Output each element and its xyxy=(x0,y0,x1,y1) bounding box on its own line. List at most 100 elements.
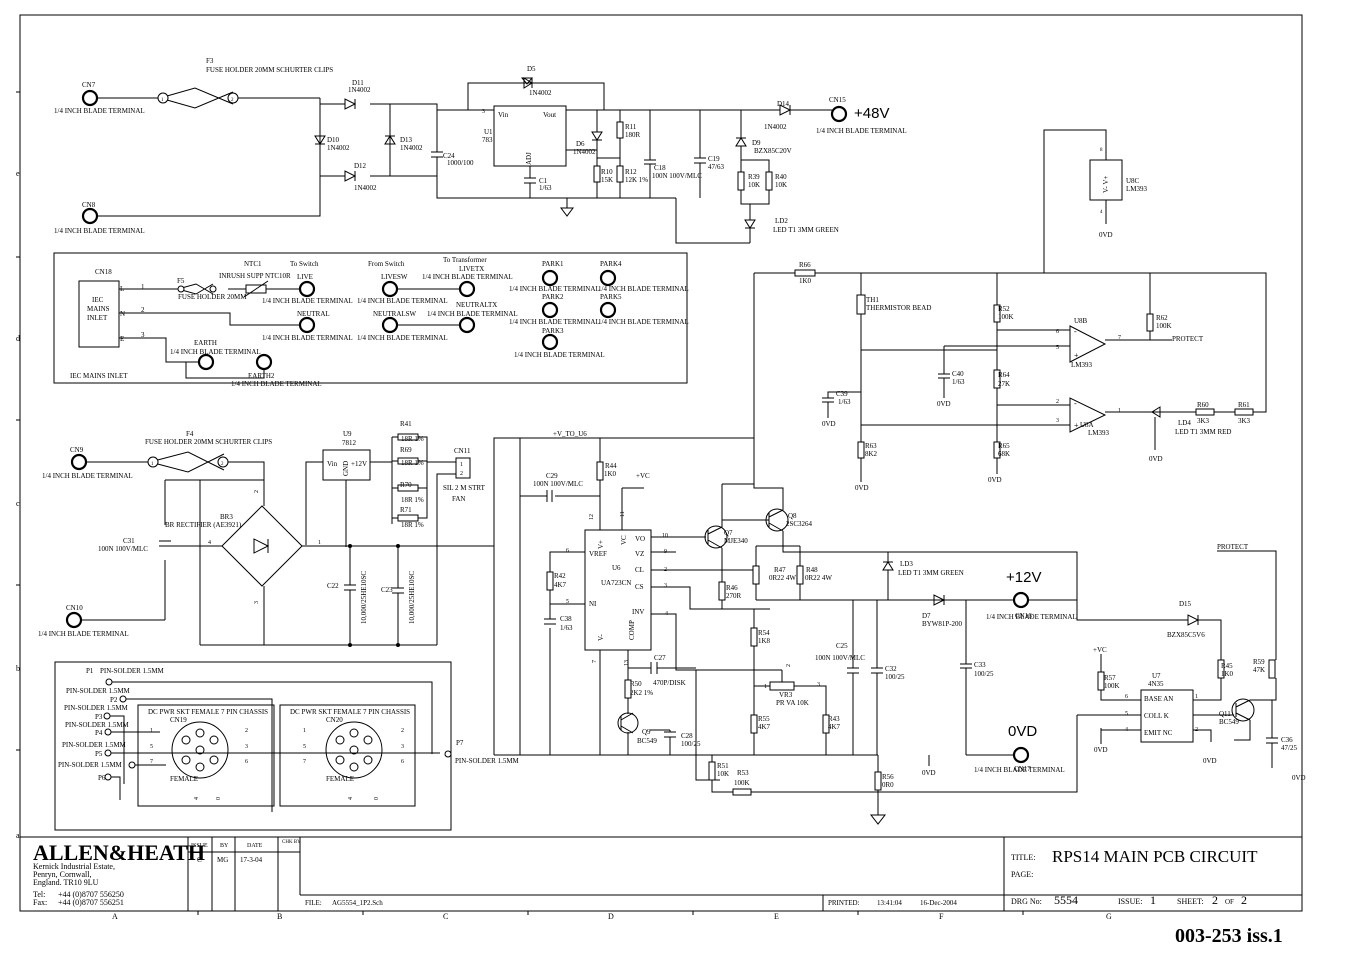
svg-text:1/4 INCH BLADE TERMINAL: 1/4 INCH BLADE TERMINAL xyxy=(816,127,907,135)
svg-text:3: 3 xyxy=(664,583,667,589)
svg-text:NI: NI xyxy=(589,600,597,608)
svg-text:R64: R64 xyxy=(998,371,1010,379)
svg-text:LD4: LD4 xyxy=(1178,419,1191,427)
svg-text:1/63: 1/63 xyxy=(952,378,965,386)
svg-text:FAN: FAN xyxy=(452,495,465,503)
svg-text:D5: D5 xyxy=(527,65,536,73)
file-name: AG5554_1P2.Sch xyxy=(332,899,383,907)
svg-text:3K3: 3K3 xyxy=(1238,417,1251,425)
svg-text:R70: R70 xyxy=(400,481,412,489)
svg-text:CL: CL xyxy=(635,566,644,574)
svg-text:2: 2 xyxy=(786,664,792,667)
svg-text:ADJ: ADJ xyxy=(525,152,533,165)
svg-text:LIVE: LIVE xyxy=(297,273,313,281)
svg-text:Q11: Q11 xyxy=(1219,710,1231,718)
col-label: F xyxy=(939,912,944,921)
terminal-cn8 xyxy=(81,207,99,225)
svg-text:0VD: 0VD xyxy=(1203,757,1217,765)
svg-text:R56: R56 xyxy=(882,773,894,781)
svg-text:R43: R43 xyxy=(828,715,840,723)
svg-text:BR RECTIFIER (AE3921): BR RECTIFIER (AE3921) xyxy=(165,521,242,529)
svg-text:1N4002: 1N4002 xyxy=(529,89,552,97)
svg-text:5: 5 xyxy=(1125,711,1128,717)
svg-text:CN16: CN16 xyxy=(1015,612,1032,620)
svg-text:LM393: LM393 xyxy=(1088,429,1110,437)
col-label: G xyxy=(1106,912,1112,921)
svg-text:2: 2 xyxy=(1212,893,1218,907)
svg-text:R61: R61 xyxy=(1238,401,1250,409)
svg-text:VC: VC xyxy=(620,535,628,545)
svg-text:UA723CN: UA723CN xyxy=(601,579,631,587)
svg-text:-: - xyxy=(1074,327,1077,336)
svg-text:CHK BY: CHK BY xyxy=(282,840,301,845)
diode-ref: D10 xyxy=(327,136,340,144)
svg-text:VO: VO xyxy=(635,535,645,543)
svg-text:R65: R65 xyxy=(998,442,1010,450)
svg-text:0VD: 0VD xyxy=(1099,231,1113,239)
svg-text:NTC1: NTC1 xyxy=(244,260,262,268)
svg-text:6: 6 xyxy=(401,759,404,765)
svg-text:C18: C18 xyxy=(654,164,666,172)
svg-text:2: 2 xyxy=(1241,893,1247,907)
svg-text:1/4 INCH BLADE TERMINAL: 1/4 INCH BLADE TERMINAL xyxy=(38,630,129,638)
terminal-livesw xyxy=(381,280,399,298)
phone: +44 (0)8707 556250 xyxy=(58,890,124,899)
svg-text:3: 3 xyxy=(254,601,260,604)
svg-text:U6: U6 xyxy=(612,564,621,572)
din-connector-box: P1 PIN-SOLDER 1.5MM PIN-SOLDER 1.5MM P2 … xyxy=(54,661,520,831)
svg-text:SHEET:: SHEET: xyxy=(1177,897,1204,906)
svg-text:BR3: BR3 xyxy=(220,513,233,521)
svg-text:CS: CS xyxy=(635,583,644,591)
svg-text:VREF: VREF xyxy=(589,550,607,558)
svg-text:3: 3 xyxy=(401,744,404,750)
diode-value: 1N4002 xyxy=(400,144,423,152)
svg-text:Q7: Q7 xyxy=(724,529,733,537)
svg-text:47/25: 47/25 xyxy=(1281,744,1297,752)
svg-text:PIN-SOLDER 1.5MM: PIN-SOLDER 1.5MM xyxy=(62,741,127,749)
svg-text:47/63: 47/63 xyxy=(708,163,724,171)
svg-text:R63: R63 xyxy=(865,442,877,450)
diode-value: 1N4002 xyxy=(354,184,377,192)
svg-text:PROTECT: PROTECT xyxy=(1217,543,1249,551)
svg-text:R42: R42 xyxy=(554,572,566,580)
title-block: ALLEN&HEATH Kernick Industrial Estate, P… xyxy=(20,836,1302,947)
svg-text:1: 1 xyxy=(303,728,306,734)
svg-text:C29: C29 xyxy=(546,472,558,480)
svg-text:4K7: 4K7 xyxy=(828,723,841,731)
address-line: England. TR10 9LU xyxy=(33,878,99,887)
svg-text:4: 4 xyxy=(1100,210,1103,215)
drawing-title: RPS14 MAIN PCB CIRCUIT xyxy=(1052,847,1258,866)
svg-text:0VD: 0VD xyxy=(855,484,869,492)
svg-text:47K: 47K xyxy=(1253,666,1265,674)
svg-text:BZX85C5V6: BZX85C5V6 xyxy=(1167,631,1205,639)
svg-text:SIL 2 M STRT: SIL 2 M STRT xyxy=(443,484,486,492)
svg-text:4: 4 xyxy=(348,797,354,800)
svg-text:5: 5 xyxy=(303,744,306,750)
svg-text:CN19: CN19 xyxy=(170,716,187,724)
svg-text:2: 2 xyxy=(1056,399,1059,405)
svg-text:R59: R59 xyxy=(1253,658,1265,666)
svg-text:IEC MAINS INLET: IEC MAINS INLET xyxy=(70,372,128,380)
svg-text:LD2: LD2 xyxy=(775,217,788,225)
svg-text:R57: R57 xyxy=(1104,674,1116,682)
svg-text:1: 1 xyxy=(141,283,145,291)
terminal-cn16 xyxy=(1012,591,1030,609)
svg-text:PIN-SOLDER 1.5MM: PIN-SOLDER 1.5MM xyxy=(64,704,129,712)
svg-text:100K: 100K xyxy=(998,313,1014,321)
svg-text:C36: C36 xyxy=(1281,736,1293,744)
svg-text:EARTH2: EARTH2 xyxy=(248,372,275,380)
svg-text:VZ: VZ xyxy=(635,550,644,558)
svg-text:R41: R41 xyxy=(400,420,412,428)
svg-text:R51: R51 xyxy=(717,762,729,770)
svg-text:10,000/25HE10SC: 10,000/25HE10SC xyxy=(408,571,416,624)
terminal-neutralsw xyxy=(381,316,399,334)
svg-text:PARK5: PARK5 xyxy=(600,293,622,301)
svg-text:100K: 100K xyxy=(734,779,750,787)
svg-text:PIN-SOLDER 1.5MM: PIN-SOLDER 1.5MM xyxy=(58,761,123,769)
svg-text:C1: C1 xyxy=(539,177,548,185)
row-markers: e d c b a xyxy=(16,91,20,840)
terminal-neutraltx xyxy=(458,316,476,334)
